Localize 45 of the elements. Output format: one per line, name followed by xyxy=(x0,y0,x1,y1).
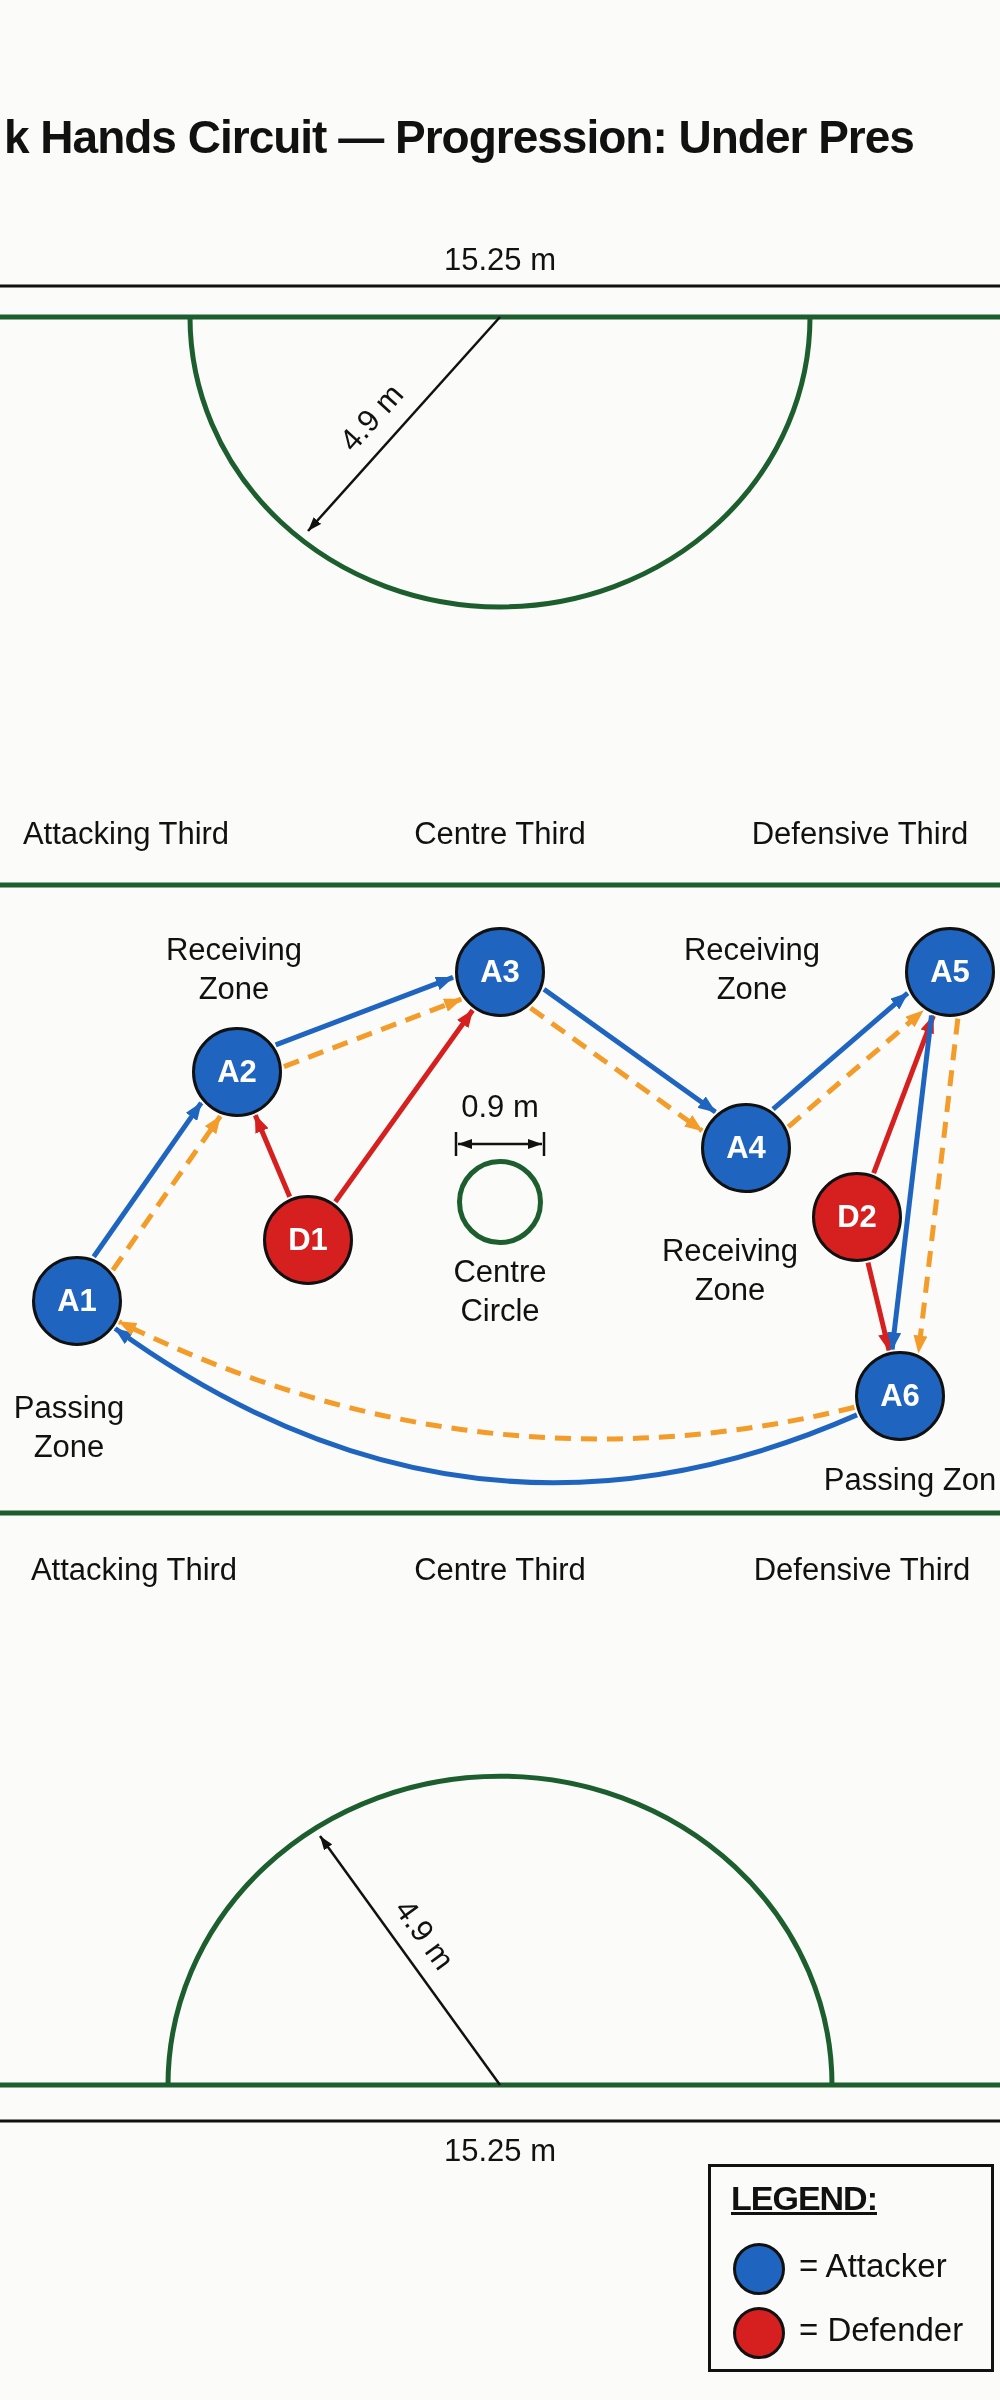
circle-label: Centre Circle xyxy=(452,1253,548,1330)
attacker-marker: A3 xyxy=(455,927,545,1017)
attacker-marker: A2 xyxy=(192,1027,282,1117)
attacker-marker: A5 xyxy=(905,927,995,1017)
zone-label: Centre Third xyxy=(414,814,586,853)
zone-label: Receiving Zone xyxy=(164,931,304,1008)
zone-label: Defensive Third xyxy=(753,1550,971,1589)
pass-arrow xyxy=(283,996,463,1069)
dimension-label: 15.25 m xyxy=(444,2131,556,2170)
zone-label: Receiving Zone xyxy=(682,931,822,1008)
legend-text: = Attacker xyxy=(799,2247,947,2285)
attacker-marker: A6 xyxy=(855,1351,945,1441)
pressure-arrow xyxy=(871,1015,936,1174)
pressure-arrow xyxy=(333,1008,475,1204)
dimension-label: 4.9 m xyxy=(386,1892,463,1978)
zone-label: Defensive Third xyxy=(751,814,969,853)
dimension-label: 15.25 m xyxy=(444,240,556,279)
legend-title: LEGEND: xyxy=(731,2179,877,2218)
attacker-marker: A1 xyxy=(32,1256,122,1346)
run-arrow xyxy=(887,1015,934,1351)
pressure-arrow xyxy=(865,1262,892,1352)
pass-arrow xyxy=(118,1319,855,1442)
run-arrow xyxy=(542,987,717,1114)
pass-arrow xyxy=(529,1006,704,1133)
zone-label: Attacking Third xyxy=(22,814,230,853)
pass-arrow xyxy=(786,1008,925,1129)
zone-label: Passing Zon xyxy=(823,1460,997,1499)
zone-label: Receiving Zone xyxy=(660,1232,800,1309)
zone-label: Attacking Third xyxy=(30,1550,238,1589)
dimension-label: 4.9 m xyxy=(331,376,412,460)
title: k Hands Circuit — Progression: Under Pres xyxy=(4,110,914,164)
zone-label: Passing Zone xyxy=(12,1389,126,1466)
legend-text: = Defender xyxy=(799,2311,964,2349)
run-arrow xyxy=(113,1326,858,1485)
pass-arrow xyxy=(913,1018,961,1354)
run-arrow xyxy=(771,991,910,1112)
attacker-marker: A4 xyxy=(701,1103,791,1193)
defender-marker: D1 xyxy=(263,1195,353,1285)
run-arrow xyxy=(274,975,454,1048)
pressure-arrow xyxy=(253,1114,292,1198)
defender-marker: D2 xyxy=(812,1172,902,1262)
pass-arrow xyxy=(110,1114,223,1272)
dimension-label: 0.9 m xyxy=(461,1087,539,1126)
run-arrow xyxy=(91,1101,204,1259)
zone-label: Centre Third xyxy=(414,1550,586,1589)
